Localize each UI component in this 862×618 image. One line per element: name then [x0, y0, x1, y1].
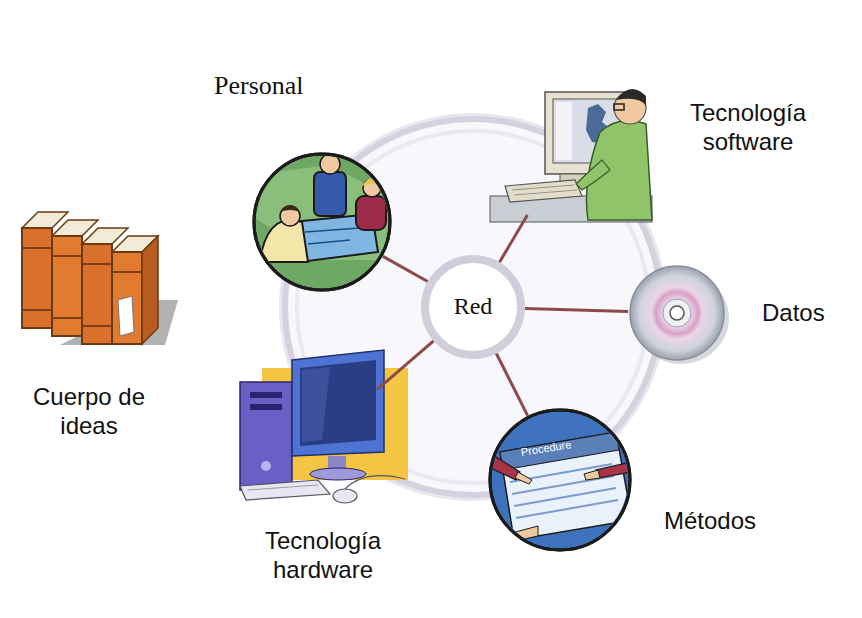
ring-shadow — [279, 113, 667, 501]
network-circle: Red — [419, 253, 527, 361]
procedure-label: Procedure — [520, 432, 611, 459]
node-label: Tecnología hardware — [233, 526, 413, 585]
spoke-connector — [496, 353, 527, 415]
spoke-connector — [383, 256, 428, 281]
body-of-ideas-label: Cuerpo de ideas — [14, 382, 164, 441]
data-node: Datos — [628, 264, 848, 364]
node-label: Red — [419, 292, 527, 321]
software-user-icon — [490, 89, 652, 222]
node-label: Datos — [762, 298, 846, 327]
computer-hardware-icon — [240, 350, 408, 503]
procedure-document-icon — [482, 410, 642, 550]
ring — [285, 119, 661, 495]
spoke-connector — [525, 309, 628, 312]
node-label: Tecnología software — [672, 98, 824, 157]
node-label: Métodos — [664, 506, 780, 535]
hardware-node: Tecnología hardware — [228, 348, 418, 594]
people-meeting-icon — [250, 149, 395, 290]
books-icon — [22, 212, 178, 345]
personal-node: Personal — [208, 68, 398, 294]
methods-node: Métodos — [488, 408, 782, 554]
node-label: Personal — [214, 70, 344, 102]
spoke-connector — [499, 215, 527, 262]
spoke-connector — [377, 341, 434, 390]
software-node: Tecnología software — [488, 88, 828, 226]
cd-icon — [630, 266, 729, 364]
